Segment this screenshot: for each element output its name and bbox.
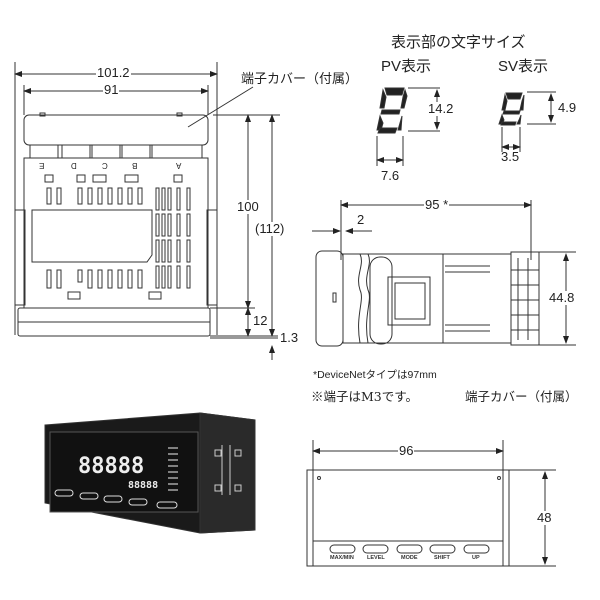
terminal-letter-a: A	[176, 161, 182, 170]
sv-width: 3.5	[501, 149, 520, 164]
dim-length: 95 *	[424, 197, 450, 212]
devicenet-note: *DeviceNetタイプは97mm	[313, 369, 437, 381]
top-view-drawing	[14, 62, 280, 360]
dim-bezel: 12	[253, 313, 268, 328]
button-label-maxmin: MAX/MIN	[330, 555, 354, 561]
pv-height: 14.2	[427, 101, 455, 116]
terminal-cover-note: 端子カバー（付属）	[465, 389, 578, 404]
dim-height: 44.8	[548, 290, 576, 305]
dim-body-width: 91	[103, 82, 120, 97]
pv-digit-drawing	[376, 87, 440, 166]
sv-label: SV表示	[497, 58, 550, 75]
dim-front-offset: 2	[357, 212, 365, 227]
pv-width: 7.6	[380, 168, 401, 183]
button-label-mode: MODE	[401, 555, 418, 561]
dim-overall-width: 101.2	[96, 65, 131, 80]
terminal-letter-c: C	[102, 161, 108, 170]
button-label-level: LEVEL	[367, 555, 385, 561]
pv-label: PV表示	[380, 58, 433, 75]
sv-height: 4.9	[558, 100, 577, 115]
svg-text:88888: 88888	[128, 480, 158, 491]
product-illustration: 88888 88888	[44, 412, 256, 534]
terminal-letter-d: D	[71, 161, 77, 170]
side-view-drawing	[312, 200, 576, 347]
terminal-note: ※端子はM3です。	[311, 389, 419, 404]
dim-panel-height: 48	[536, 510, 553, 525]
dim-depth-total: (112)	[254, 221, 286, 236]
panel-front-drawing	[306, 440, 556, 567]
button-label-shift: SHIFT	[434, 555, 450, 561]
char-size-title: 表示部の文字サイズ	[390, 34, 527, 51]
dim-offset: 1.3	[280, 330, 299, 345]
svg-text:88888: 88888	[78, 454, 144, 479]
button-label-up: UP	[472, 555, 480, 561]
terminal-letter-e: E	[39, 161, 45, 170]
dim-panel-width: 96	[398, 443, 415, 458]
terminal-letter-b: B	[132, 161, 138, 170]
sv-digit-drawing	[498, 91, 556, 152]
terminal-cover-label: 端子カバー（付属）	[240, 71, 360, 86]
dim-depth: 100	[236, 199, 260, 214]
